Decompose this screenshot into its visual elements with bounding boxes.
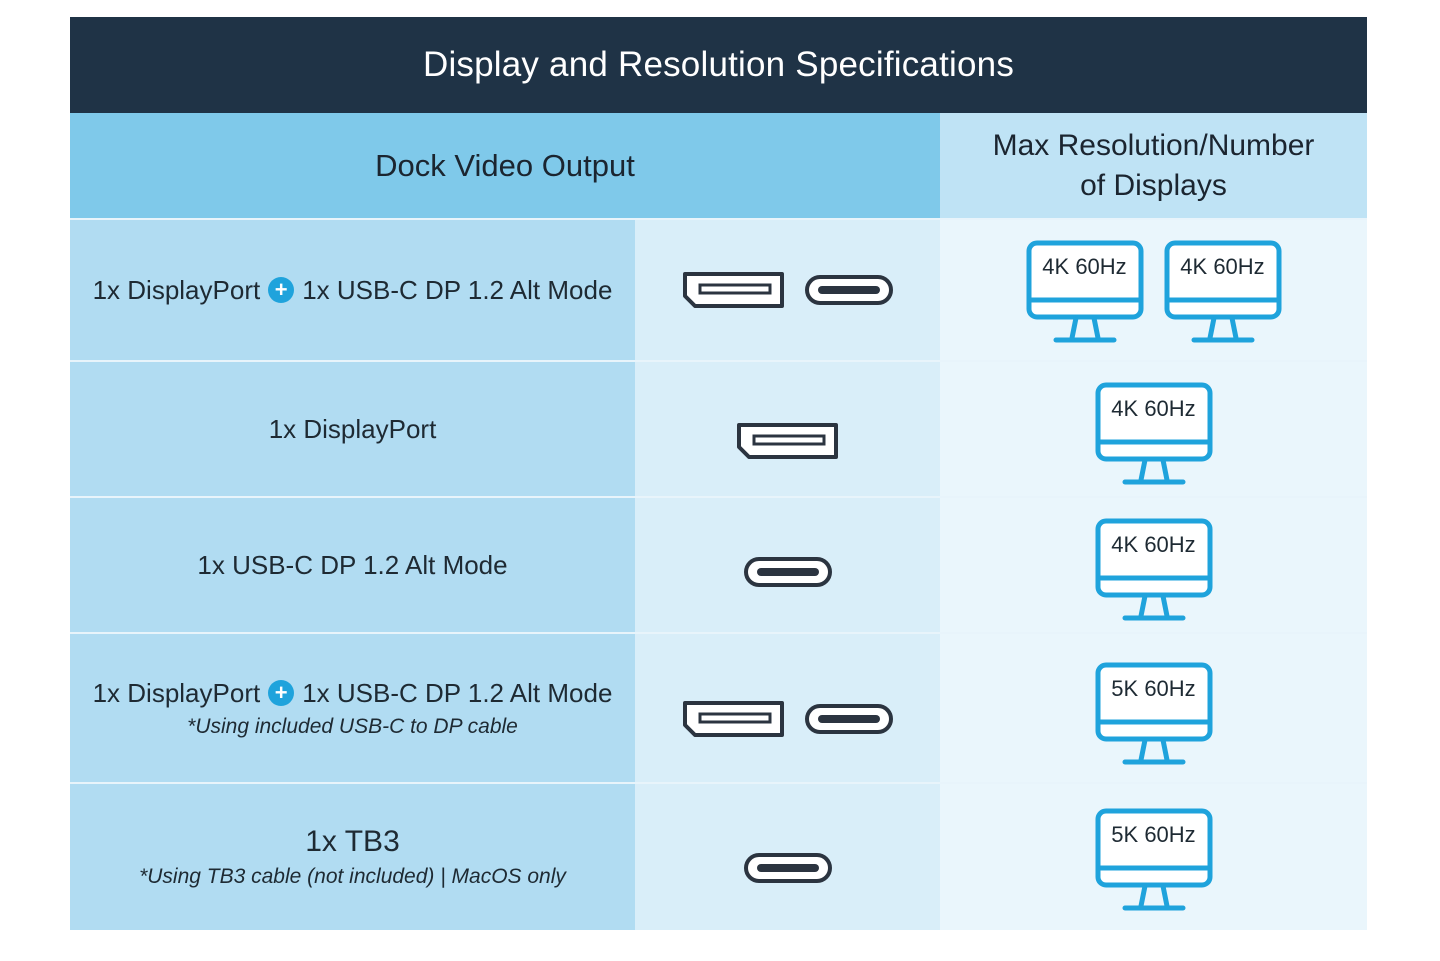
title-bar: Display and Resolution Specifications	[70, 17, 1367, 113]
table-row: 1x DisplayPort + 1x USB-C DP 1.2 Alt Mod…	[70, 632, 1367, 782]
usb-c-icon	[743, 557, 832, 587]
port-cell	[635, 220, 940, 360]
resolution-cell: 4K 60Hz	[940, 362, 1367, 496]
table-row: 1x USB-C DP 1.2 Alt Mode 4K 60Hz	[70, 496, 1367, 632]
usb-c-icon	[804, 275, 893, 305]
monitor-icon: 4K 60Hz	[1026, 240, 1144, 344]
page-title: Display and Resolution Specifications	[422, 45, 1015, 84]
monitor-resolution: 4K 60Hz	[1180, 254, 1265, 279]
output-cell: 1x DisplayPort + 1x USB-C DP 1.2 Alt Mod…	[70, 634, 635, 782]
monitor-icon: 5K 60Hz	[1095, 662, 1213, 766]
output-part1: 1x DisplayPort	[92, 274, 261, 305]
plus-icon: +	[268, 277, 295, 303]
monitor-resolution: 4K 60Hz	[1111, 532, 1196, 557]
monitor-icon: 4K 60Hz	[1095, 382, 1213, 486]
port-cell	[635, 634, 940, 782]
output-part1: 1x TB3	[305, 825, 400, 858]
plus-icon: +	[268, 680, 295, 706]
displayport-icon	[682, 272, 784, 308]
monitor-icon: 4K 60Hz	[1164, 240, 1282, 344]
output-part2: 1x USB-C DP 1.2 Alt Mode	[302, 274, 613, 305]
port-cell	[635, 784, 940, 930]
header-right-line2: of Displays	[1080, 168, 1227, 202]
header-row: Dock Video Output Max Resolution/Number …	[70, 113, 1367, 218]
displayport-icon	[682, 701, 784, 737]
output-part2: 1x USB-C DP 1.2 Alt Mode	[302, 677, 613, 708]
output-line: 1x DisplayPort + 1x USB-C DP 1.2 Alt Mod…	[93, 678, 613, 709]
table-row: 1x DisplayPort 4K 60Hz	[70, 360, 1367, 496]
output-note: *Using TB3 cable (not included) | MacOS …	[139, 865, 566, 888]
monitor-resolution: 4K 60Hz	[1042, 254, 1127, 279]
monitor-resolution: 5K 60Hz	[1111, 676, 1196, 701]
spec-table: Display and Resolution Specifications Do…	[70, 17, 1367, 930]
port-cell	[635, 362, 940, 496]
port-cell	[635, 498, 940, 632]
output-cell: 1x DisplayPort + 1x USB-C DP 1.2 Alt Mod…	[70, 220, 635, 360]
monitor-resolution: 4K 60Hz	[1111, 396, 1196, 421]
output-line: 1x DisplayPort + 1x USB-C DP 1.2 Alt Mod…	[93, 275, 613, 306]
monitor-resolution: 5K 60Hz	[1111, 822, 1196, 847]
resolution-cell: 4K 60Hz 4K 60Hz	[940, 220, 1367, 360]
resolution-cell: 4K 60Hz	[940, 498, 1367, 632]
usb-c-icon	[743, 853, 832, 883]
resolution-cell: 5K 60Hz	[940, 634, 1367, 782]
output-cell: 1x DisplayPort	[70, 362, 635, 496]
output-part1: 1x DisplayPort	[92, 677, 261, 708]
monitor-icon: 4K 60Hz	[1095, 518, 1213, 622]
usb-c-icon	[804, 704, 893, 734]
output-line: 1x TB3	[305, 825, 400, 859]
header-max-resolution: Max Resolution/Number of Displays	[940, 113, 1367, 218]
monitor-icon: 5K 60Hz	[1095, 808, 1213, 912]
displayport-icon	[736, 423, 838, 459]
header-dock-video-output: Dock Video Output	[70, 113, 940, 218]
output-cell: 1x TB3 *Using TB3 cable (not included) |…	[70, 784, 635, 930]
table-row: 1x DisplayPort + 1x USB-C DP 1.2 Alt Mod…	[70, 218, 1367, 360]
resolution-cell: 5K 60Hz	[940, 784, 1367, 930]
output-line: 1x DisplayPort	[269, 414, 437, 445]
output-part1: 1x USB-C DP 1.2 Alt Mode	[197, 549, 508, 580]
output-line: 1x USB-C DP 1.2 Alt Mode	[197, 550, 507, 581]
table-row: 1x TB3 *Using TB3 cable (not included) |…	[70, 782, 1367, 930]
output-cell: 1x USB-C DP 1.2 Alt Mode	[70, 498, 635, 632]
header-right-line1: Max Resolution/Number	[992, 128, 1315, 162]
output-part1: 1x DisplayPort	[268, 413, 437, 444]
header-left-label: Dock Video Output	[375, 147, 635, 183]
output-note: *Using included USB-C to DP cable	[187, 714, 518, 738]
